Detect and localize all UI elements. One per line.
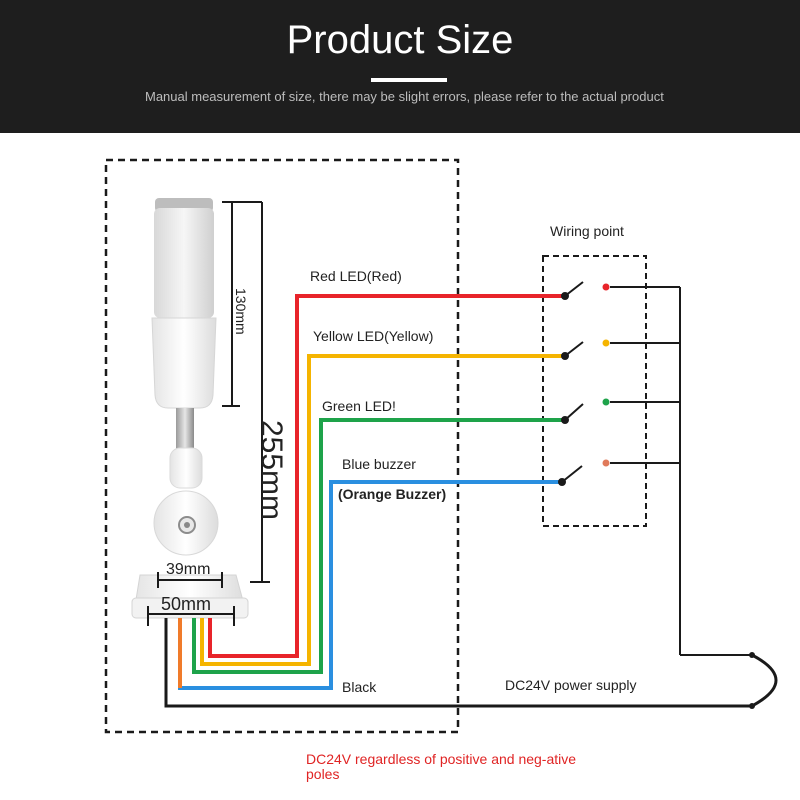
terminal-dots <box>602 283 610 467</box>
tower-light-image <box>131 198 249 619</box>
header-banner: Product Size Manual measurement of size,… <box>0 0 800 133</box>
orange-buzzer-note: (Orange Buzzer) <box>338 486 446 502</box>
page-title: Product Size <box>286 18 514 62</box>
black-wire <box>164 618 752 708</box>
green-led-label: Green LED! <box>322 398 396 414</box>
yellow-wire <box>200 354 565 666</box>
measurement-note: Manual measurement of size, there may be… <box>145 89 664 104</box>
red-led-label: Red LED(Red) <box>310 268 402 284</box>
yellow-led-label: Yellow LED(Yellow) <box>313 328 433 344</box>
power-supply-label: DC24V power supply <box>505 677 637 693</box>
blue-wire <box>178 480 562 690</box>
wiring-point-box <box>542 255 647 527</box>
green-wire <box>192 418 565 674</box>
polarity-note: DC24V regardless of positive and neg-ati… <box>306 751 577 782</box>
common-return <box>610 286 778 708</box>
red-wire <box>208 294 565 658</box>
height-130-label: 130mm <box>233 288 249 335</box>
black-wire-label: Black <box>342 679 377 695</box>
width-39-label: 39mm <box>166 561 210 578</box>
wiring-diagram: 130mm 255mm 39mm 50mm Wiring point Red L… <box>104 158 778 734</box>
width-50-label: 50mm <box>161 594 211 614</box>
height-255-label: 255mm <box>255 420 288 520</box>
blue-buzzer-label: Blue buzzer <box>342 456 416 472</box>
switch-contacts <box>558 281 584 486</box>
title-underline <box>371 78 447 82</box>
product-outline-box <box>104 158 460 734</box>
dimension-lines <box>147 201 270 626</box>
wiring-point-label: Wiring point <box>550 223 624 239</box>
